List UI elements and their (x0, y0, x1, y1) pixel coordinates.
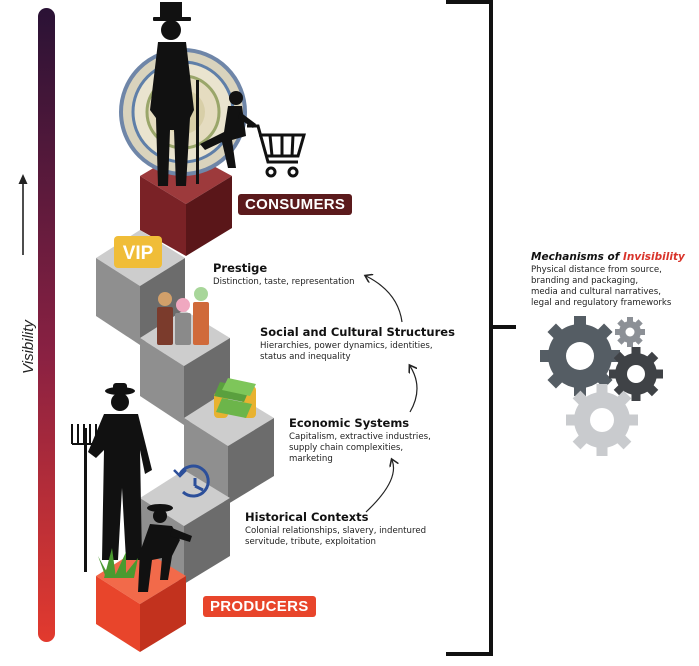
mechanisms-title-prefix: Mechanisms of (531, 251, 623, 263)
consumer-shopper-silhouette-icon (200, 91, 256, 168)
arrow-social-to-prestige (366, 276, 403, 323)
visibility-gradient-bar (38, 8, 55, 642)
mechanisms-title: Mechanisms of Invisibility (531, 251, 699, 263)
history-clock-icon (173, 464, 210, 498)
visibility-axis-label: Visibility (20, 320, 37, 374)
step-economic-systems: Economic Systems Capitalism, extractive … (289, 416, 449, 465)
farmer-silhouette-icon (71, 383, 152, 572)
mechanisms-title-accent: Invisibility (622, 251, 685, 263)
gear-light-icon (566, 384, 638, 456)
step-social-structures-title: Social and Cultural Structures (260, 325, 455, 339)
gear-large-icon (540, 316, 620, 396)
step-economic-systems-title: Economic Systems (289, 416, 410, 430)
gears-icon (540, 316, 663, 456)
step-prestige-description: Distinction, taste, representation (213, 277, 355, 287)
consumer-man-silhouette-icon (150, 2, 199, 186)
mechanisms-description: Physical distance from source, branding … (531, 265, 672, 308)
step-social-structures: Social and Cultural Structures Hierarchi… (260, 325, 460, 363)
step-social-structures-description: Hierarchies, power dynamics, identities,… (260, 341, 433, 362)
vip-badge-text: VIP (123, 243, 154, 264)
arrow-economic-to-social (410, 366, 418, 413)
social-hierarchy-people-icon (157, 287, 209, 345)
worker-silhouette-icon (138, 504, 192, 592)
gear-medium-icon (609, 347, 663, 401)
step-prestige-title: Prestige (213, 261, 268, 275)
step-historical-contexts: Historical Contexts Colonial relationshi… (245, 510, 445, 548)
step-historical-contexts-description: Colonial relationships, slavery, indentu… (245, 526, 427, 547)
consumers-label: CONSUMERS (238, 194, 353, 215)
arrow-historical-to-economic (365, 460, 394, 513)
step-prestige: Prestige Distinction, taste, representat… (213, 261, 413, 288)
shopping-cart-icon (247, 124, 306, 178)
step-economic-systems-description: Capitalism, extractive industries, suppl… (289, 432, 431, 464)
plant-icon (98, 548, 138, 578)
step-historical-contexts-title: Historical Contexts (245, 510, 369, 524)
producers-label: PRODUCERS (203, 596, 316, 617)
right-bracket (446, 0, 516, 656)
vip-badge-icon: VIP (114, 236, 162, 268)
mechanisms-of-invisibility: Mechanisms of Invisibility Physical dist… (531, 251, 699, 309)
visibility-up-arrow-icon (18, 174, 28, 255)
gear-small-icon (615, 317, 645, 347)
money-stack-icon (214, 378, 256, 418)
